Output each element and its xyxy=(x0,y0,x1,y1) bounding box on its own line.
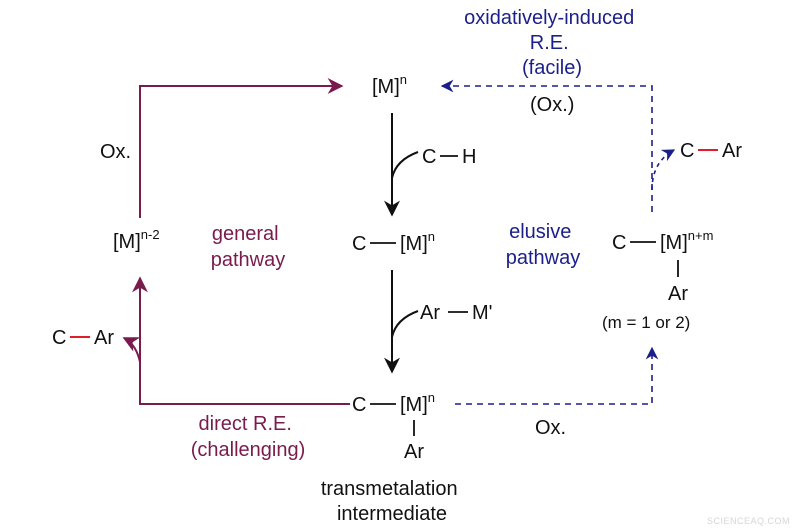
svg-text:C: C xyxy=(422,146,436,168)
node-cm-mid: C [M]n xyxy=(352,229,435,255)
label-ox-bottom: Ox. xyxy=(535,417,566,439)
watermark: SCIENCEAQ.COM xyxy=(707,516,790,526)
product-car-left: C Ar xyxy=(52,327,114,349)
reagent-ch: C H xyxy=(422,146,476,168)
reagent-arm: Ar M' xyxy=(420,302,492,324)
label-elusive-pathway: elusive pathway xyxy=(506,221,581,269)
label-ox-left: Ox. xyxy=(100,141,131,163)
arrow-oxidative-re xyxy=(440,79,653,212)
svg-text:[M]n: [M]n xyxy=(400,229,435,255)
svg-text:Ar: Ar xyxy=(404,441,424,463)
svg-text:Ar: Ar xyxy=(668,283,688,305)
svg-text:C: C xyxy=(680,140,694,162)
svg-text:Ar: Ar xyxy=(94,327,114,349)
arrow-release-car-right xyxy=(651,149,676,191)
svg-text:C: C xyxy=(52,327,66,349)
arrow-release-car-left xyxy=(122,337,141,363)
svg-text:Ar: Ar xyxy=(722,140,742,162)
curve-arm-reagent xyxy=(391,310,419,338)
arrow-direct-re xyxy=(132,276,350,405)
arrow-mn2-to-mn xyxy=(139,78,344,218)
label-oxidatively-re: oxidatively-induced R.E. (facile) xyxy=(464,7,640,79)
label-transmetalation-intermediate: transmetalation intermediate xyxy=(321,478,463,525)
svg-text:C: C xyxy=(352,394,366,416)
label-general-pathway: general pathway xyxy=(211,223,286,271)
node-mn-top: [M]n xyxy=(372,72,407,98)
label-direct-re: direct R.E. (challenging) xyxy=(191,413,306,461)
label-ox-paren: (Ox.) xyxy=(530,94,574,116)
label-m-value: (m = 1 or 2) xyxy=(602,313,690,332)
svg-text:C: C xyxy=(352,233,366,255)
node-mn2: [M]n-2 xyxy=(113,227,160,253)
curve-ch-reagent xyxy=(391,151,419,179)
svg-text:Ar: Ar xyxy=(420,302,440,324)
product-car-right: C Ar xyxy=(680,140,742,162)
svg-text:C: C xyxy=(612,232,626,254)
arrow-ox-to-right-complex xyxy=(455,346,659,405)
svg-text:[M]n+m: [M]n+m xyxy=(660,228,713,254)
svg-text:[M]n: [M]n xyxy=(400,390,435,416)
svg-text:H: H xyxy=(462,146,476,168)
node-cm-bottom: C [M]n Ar xyxy=(352,390,435,463)
svg-text:M': M' xyxy=(472,302,492,324)
node-cm-right: C [M]n+m Ar xyxy=(612,228,713,305)
